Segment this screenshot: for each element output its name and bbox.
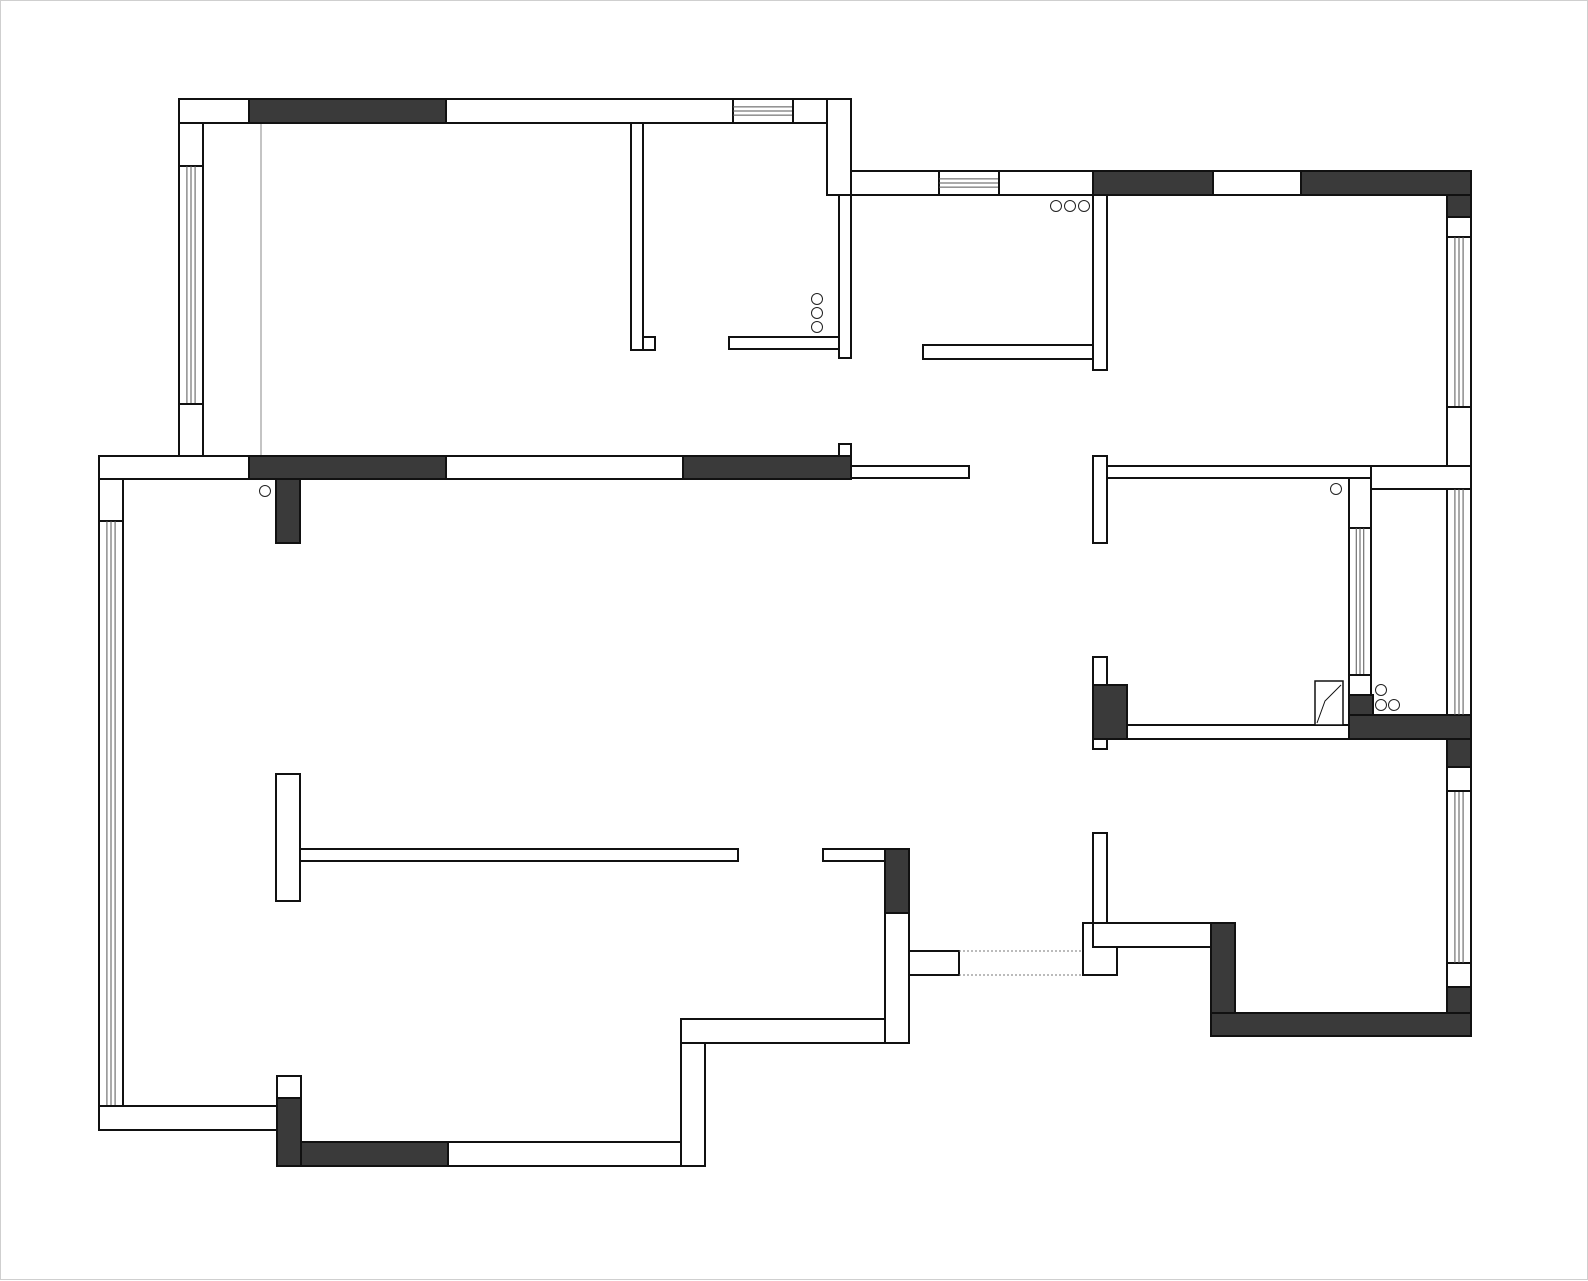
pipe-icon [811,307,823,319]
pipe-icon [1375,684,1387,696]
solid-wall [1300,170,1472,196]
pipe-icon [1064,200,1076,212]
pipe-icon [259,485,271,497]
solid-wall [1092,684,1128,740]
solid-wall [275,478,301,544]
pipe-icon [1078,200,1090,212]
wall-segment [445,455,684,480]
wall-segment [1446,766,1472,792]
solid-wall [1446,986,1472,1014]
wall-segment [1126,724,1350,740]
solid-wall [1092,170,1214,196]
wall-segment [1348,674,1372,696]
pipe-icon [1050,200,1062,212]
wall-segment [1446,962,1472,988]
wall-segment [98,1105,278,1131]
solid-wall [1446,194,1472,218]
wall-segment [178,403,204,457]
wall-segment [1092,194,1108,371]
pipe-icon [811,321,823,333]
wall-segment [275,773,301,902]
wall-segment [826,98,852,196]
pipe-icon [1330,483,1342,495]
wall-segment [98,478,124,522]
wall-segment [850,465,970,479]
solid-wall [248,455,447,480]
wall-segment [642,336,656,351]
wall-segment [1348,477,1372,529]
wall-segment [1212,170,1302,196]
wall-segment [922,344,1094,360]
solid-wall [1210,922,1236,1014]
wall-segment [838,443,852,457]
pipe-icon [811,293,823,305]
wall-segment [98,455,250,480]
solid-wall [248,98,447,124]
solid-wall [1446,738,1472,768]
wall-segment [822,848,886,862]
solid-wall [1348,714,1472,740]
solid-wall [682,455,852,480]
wall-segment [680,1018,910,1044]
solid-wall [1348,694,1374,716]
wall-segment [630,122,644,351]
wall-segment [1370,465,1472,490]
pipe-icon [1388,699,1400,711]
shaft-line [1316,684,1342,724]
wall-segment [998,170,1094,196]
wall-segment [447,1141,682,1167]
solid-wall [884,848,910,914]
wall-segment [1092,832,1108,924]
solid-wall [276,1097,302,1167]
pipe-icon [1375,699,1387,711]
solid-wall [1210,1012,1472,1037]
wall-segment [908,950,960,976]
solid-wall [300,1141,449,1167]
wall-segment [299,848,739,862]
wall-segment [1446,216,1472,238]
wall-segment [838,194,852,359]
wall-segment [728,336,840,350]
wall-segment [850,170,940,196]
wall-segment [276,1075,302,1099]
wall-segment [1092,455,1108,544]
wall-segment [178,122,204,167]
wall-segment [178,98,250,124]
wall-segment [445,98,734,124]
wall-segment [884,912,910,1044]
